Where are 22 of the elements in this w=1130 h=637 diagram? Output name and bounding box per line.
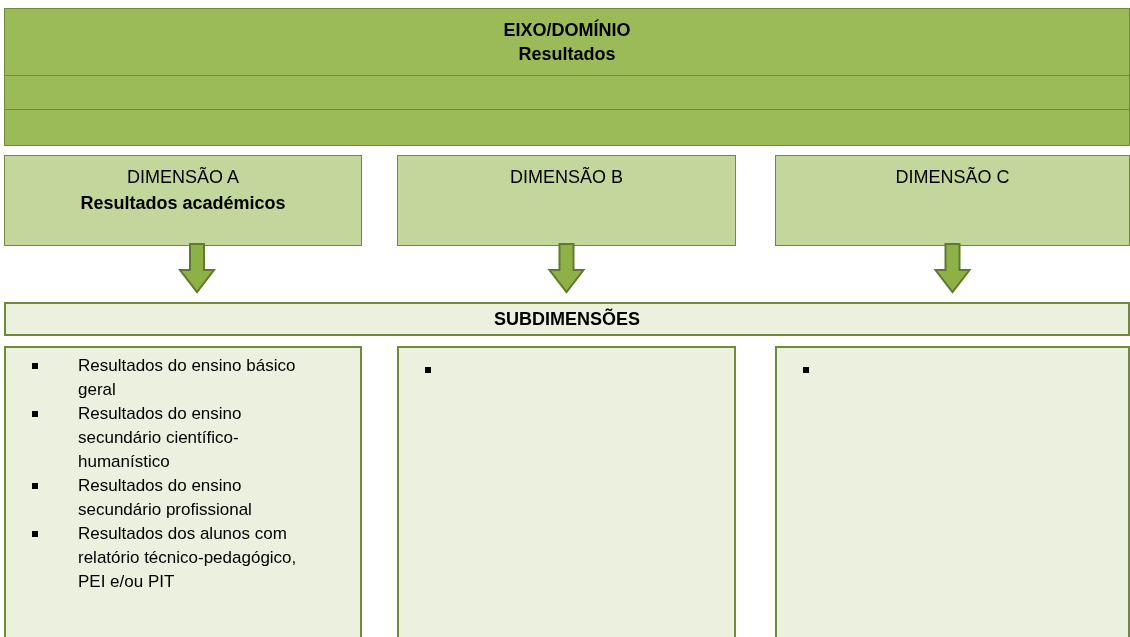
dimension-box [397, 155, 736, 246]
subdimension-column [397, 346, 736, 637]
header-subtitle: Resultados [518, 43, 616, 66]
dimension-box [4, 155, 362, 246]
block-arrow [547, 243, 586, 294]
header-title: EIXO/DOMÍNIO [503, 18, 631, 42]
dimension-title: DIMENSÃO C [895, 166, 1010, 189]
dimension-title: DIMENSÃO A [127, 166, 239, 189]
list-item: Resultados do ensino secundário científico-humanístico [78, 403, 243, 473]
block-arrow [933, 243, 972, 294]
subdimension-bar [4, 302, 1130, 336]
dimension-subtitle: Resultados académicos [80, 192, 286, 215]
header-box [4, 8, 1130, 146]
subdimension-title: SUBDIMENSÕES [494, 307, 640, 331]
subdimension-column [775, 346, 1130, 637]
block-arrow [177, 243, 217, 294]
dimension-box [775, 155, 1130, 246]
subdimension-column [4, 346, 362, 637]
dimension-title: DIMENSÃO B [510, 166, 623, 189]
list-item: Resultados dos alunos com relatório técnico-pedagógico, PEI e/ou PIT [78, 523, 298, 593]
list-item: Resultados do ensino básico geral [78, 355, 297, 401]
list-item: Resultados do ensino secundário profissional [78, 475, 253, 521]
